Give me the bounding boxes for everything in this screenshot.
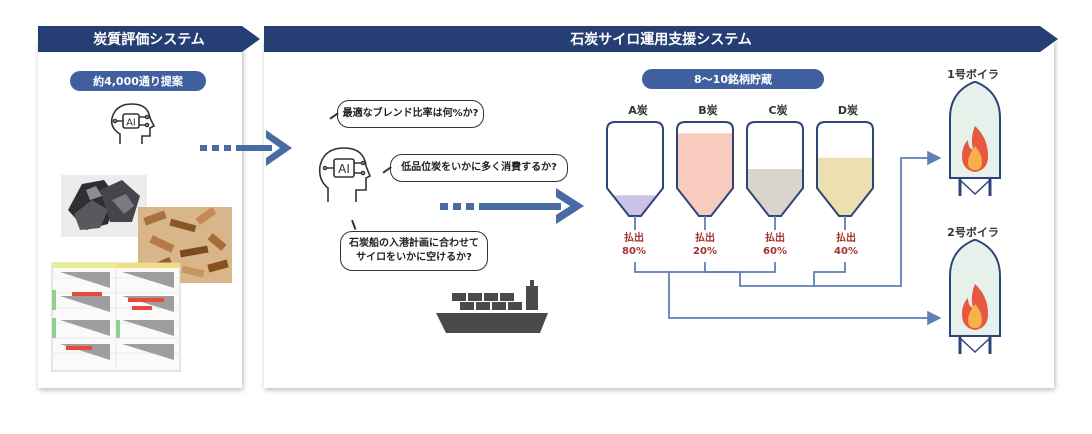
question-bubble-blend: 最適なブレンド比率は何%か?	[337, 100, 484, 128]
boiler-label-2: 2号ボイラ	[947, 226, 999, 239]
svg-text:AI: AI	[338, 162, 350, 176]
silo-fill-d	[817, 157, 873, 216]
silo-c	[746, 121, 804, 217]
question-text-ship: 石炭船の入港計画に合わせて サイロをいかに空けるか?	[349, 237, 479, 266]
question-text-ship-line1: 石炭船の入港計画に合わせて	[349, 237, 479, 249]
silo-label-c: C炭	[768, 104, 788, 117]
flame-icon	[962, 284, 988, 330]
discharge-label-a: 払出	[624, 233, 644, 244]
silo-label-d: D炭	[837, 104, 859, 117]
question-text-blend: 最適なブレンド比率は何%か?	[342, 107, 479, 119]
silo-label-a: A炭	[628, 104, 648, 117]
silo-b	[676, 121, 734, 217]
coal-photo	[61, 175, 147, 237]
spreadsheet-thumbnail	[51, 262, 181, 372]
right-banner: 石炭サイロ運用支援システム	[264, 26, 1058, 52]
discharge-label-d: 払出	[836, 233, 856, 244]
silo-fill-b	[677, 133, 733, 216]
ai-head-icon-right: AI	[318, 147, 372, 202]
discharge-pct-d: 40%	[834, 246, 858, 257]
boiler-1	[949, 81, 1001, 196]
boiler-label-1: 1号ボイラ	[947, 68, 999, 81]
discharge-b: 払出 20%	[685, 232, 725, 258]
silo-label-b: B炭	[698, 104, 718, 117]
discharge-d: 払出 40%	[826, 232, 866, 258]
cargo-ship-icon	[436, 280, 548, 333]
proposal-count-pill: 約4,000通り提案	[70, 71, 206, 91]
discharge-pct-a: 80%	[622, 246, 646, 257]
storage-pill: 8～10銘柄貯蔵	[642, 69, 824, 89]
question-text-lowgrade: 低品位炭をいかに多く消費するか?	[401, 161, 557, 173]
flow-arrow-ai-to-silo	[440, 188, 584, 224]
discharge-label-b: 払出	[695, 233, 715, 244]
discharge-pct-b: 20%	[693, 246, 717, 257]
right-panel	[264, 40, 1054, 388]
left-banner: 炭質評価システム	[38, 26, 260, 52]
silo-d	[816, 121, 874, 217]
flame-icon	[962, 126, 988, 172]
flow-arrow-left-to-right	[200, 130, 292, 166]
svg-text:AI: AI	[126, 118, 136, 129]
question-bubble-ship: 石炭船の入港計画に合わせて サイロをいかに空けるか?	[340, 231, 488, 271]
discharge-label-c: 払出	[765, 233, 785, 244]
pipe-network	[634, 150, 942, 326]
discharge-pct-c: 60%	[763, 246, 787, 257]
question-bubble-lowgrade: 低品位炭をいかに多く消費するか?	[390, 154, 568, 182]
question-text-ship-line2: サイロをいかに空けるか?	[356, 252, 472, 263]
silo-fill-c	[747, 169, 803, 216]
ai-head-icon: AI	[110, 103, 156, 144]
silo-a	[606, 121, 664, 217]
boiler-2	[949, 239, 1001, 354]
discharge-a: 払出 80%	[614, 232, 654, 258]
discharge-c: 払出 60%	[755, 232, 795, 258]
